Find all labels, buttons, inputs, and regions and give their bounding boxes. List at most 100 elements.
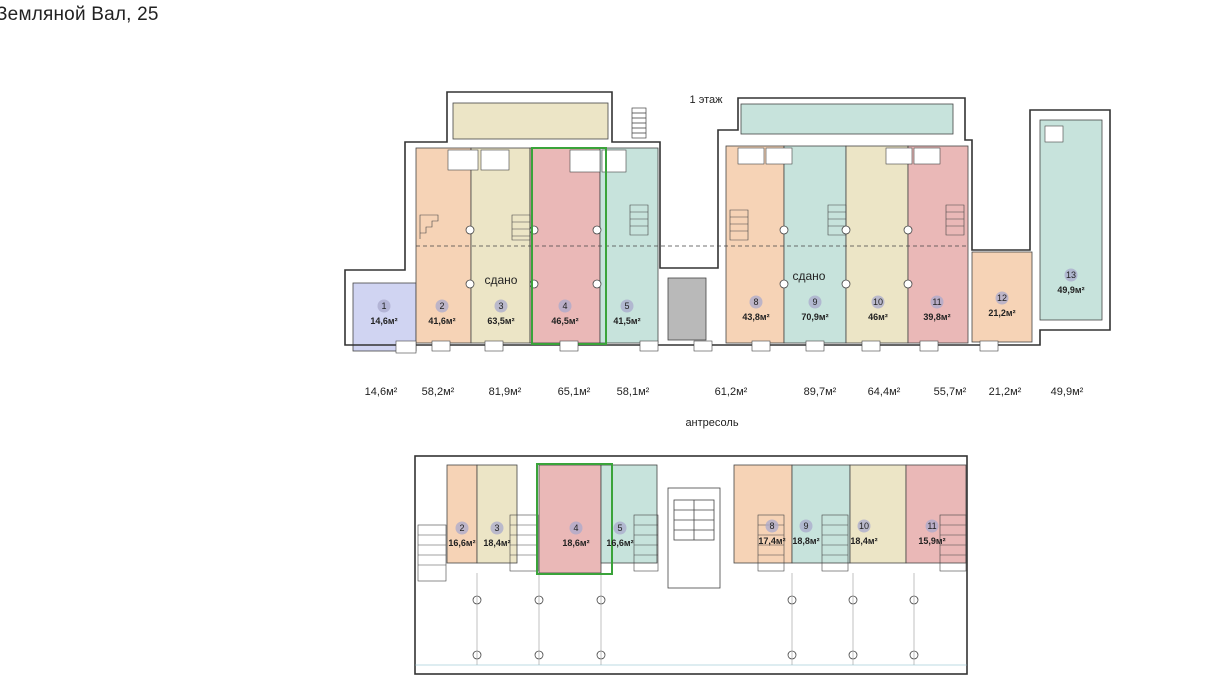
mezz-stair-core bbox=[667, 487, 721, 589]
f1-unit-number: 2 bbox=[439, 301, 444, 311]
f1-unit-number-badge bbox=[995, 291, 1009, 305]
mezz-unit-markers: 2 16,6м² 3 18,4м² 4 18,6м² 5 16,6м² 8 17,4м² 9 18,8… bbox=[448, 519, 946, 548]
f1-unit-area: 41,5м² bbox=[613, 316, 640, 326]
f1-unit-area: 70,9м² bbox=[801, 312, 828, 322]
f1-unit-number: 11 bbox=[932, 297, 941, 307]
service-corridor-right bbox=[740, 103, 954, 135]
staircase-top bbox=[631, 107, 647, 139]
f1-unit-number: 5 bbox=[624, 301, 629, 311]
mz-unit-number: 8 bbox=[769, 521, 774, 531]
mezz-unit8-room[interactable] bbox=[733, 464, 793, 564]
mz-unit-number: 9 bbox=[803, 521, 808, 531]
mz-unit-number-badge bbox=[765, 519, 779, 533]
mz-unit-area: 16,6м² bbox=[606, 538, 633, 548]
f1-unit-number: 1 bbox=[381, 301, 386, 311]
mz-unit-number-badge bbox=[799, 519, 813, 533]
service-corridor-left bbox=[452, 102, 609, 140]
f1-unit-number: 4 bbox=[562, 301, 567, 311]
f1-unit-number-badge bbox=[808, 295, 822, 309]
mz-unit-number-badge bbox=[490, 521, 504, 535]
unit1-room[interactable] bbox=[352, 282, 417, 352]
stair-core bbox=[667, 277, 707, 341]
mz-unit-number: 10 bbox=[859, 521, 869, 531]
f1-unit-area: 46м² bbox=[868, 312, 888, 322]
f1-unit-number-badge bbox=[494, 299, 508, 313]
mezz-unit10-room[interactable] bbox=[849, 464, 907, 564]
mezz-guide-lines bbox=[415, 573, 967, 666]
mz-unit-area: 18,6м² bbox=[562, 538, 589, 548]
mz-unit-number-badge bbox=[857, 519, 871, 533]
f1-unit-area: 21,2м² bbox=[988, 308, 1015, 318]
floor1-unit-markers: 114,6м²241,6м²363,5м²446,5м²541,5м²843,8… bbox=[370, 268, 1085, 326]
mezz-unit3-room[interactable] bbox=[476, 464, 518, 564]
unit13-room[interactable] bbox=[1039, 119, 1103, 321]
mz-unit-area: 15,9м² bbox=[918, 536, 945, 546]
f1-unit-area: 39,8м² bbox=[923, 312, 950, 322]
page-title: Земляной Вал, 25 bbox=[0, 4, 159, 25]
f1-unit-number-badge bbox=[871, 295, 885, 309]
f1-unit-number: 10 bbox=[873, 297, 883, 307]
f1-unit-area: 49,9м² bbox=[1057, 285, 1084, 295]
mezz-unit4-room[interactable] bbox=[538, 464, 602, 574]
unit2-room[interactable] bbox=[415, 147, 472, 344]
combined-area-total: 81,9м² bbox=[489, 386, 522, 398]
floor1-label: 1 этаж bbox=[690, 94, 724, 106]
mezz-unit9-room[interactable] bbox=[791, 464, 851, 564]
f1-unit-area: 43,8м² bbox=[742, 312, 769, 322]
combined-area-total: 65,1м² bbox=[558, 386, 591, 398]
unit10-room[interactable] bbox=[845, 145, 909, 344]
f1-unit-number-badge bbox=[1064, 268, 1078, 282]
mezz-unit4-highlight bbox=[536, 463, 613, 575]
rented-label-unit9: сдано bbox=[793, 269, 826, 283]
mz-unit-number: 5 bbox=[617, 523, 622, 533]
outer-wall-floor1 bbox=[344, 91, 1111, 346]
combined-area-totals: 14,6м² 58,2м² 81,9м² 65,1м² 58,1м² 61,2м² 89,7… bbox=[365, 386, 1084, 398]
mezz-unit5-room[interactable] bbox=[600, 464, 658, 564]
mz-unit-number-badge bbox=[925, 519, 939, 533]
unit3-room[interactable] bbox=[470, 147, 531, 344]
combined-area-total: 89,7м² bbox=[804, 386, 837, 398]
mezzanine-label: антресоль bbox=[685, 417, 738, 429]
combined-area-total: 14,6м² bbox=[365, 386, 398, 398]
unit4-room[interactable] bbox=[529, 147, 601, 344]
f1-unit-number: 9 bbox=[812, 297, 817, 307]
unit11-room[interactable] bbox=[907, 145, 969, 344]
mz-unit-number: 4 bbox=[573, 523, 578, 533]
combined-area-total: 58,2м² bbox=[422, 386, 455, 398]
mz-unit-number-badge bbox=[569, 521, 583, 535]
mz-unit-area: 18,4м² bbox=[850, 536, 877, 546]
mz-unit-area: 16,6м² bbox=[448, 538, 475, 548]
combined-area-total: 64,4м² bbox=[868, 386, 901, 398]
unit5-room[interactable] bbox=[599, 147, 659, 344]
combined-area-total: 49,9м² bbox=[1051, 386, 1084, 398]
mz-unit-number: 2 bbox=[459, 523, 464, 533]
mz-unit-area: 18,4м² bbox=[483, 538, 510, 548]
f1-unit-number: 8 bbox=[753, 297, 758, 307]
mz-unit-area: 17,4м² bbox=[758, 536, 785, 546]
f1-unit-number-badge bbox=[620, 299, 634, 313]
mezz-stairs bbox=[417, 514, 967, 582]
entrances-floor1 bbox=[395, 340, 999, 354]
f1-unit-number: 3 bbox=[498, 301, 503, 311]
f1-unit-number-badge bbox=[558, 299, 572, 313]
f1-unit-area: 63,5м² bbox=[487, 316, 514, 326]
mz-unit-area: 18,8м² bbox=[792, 536, 819, 546]
combined-area-total: 61,2м² bbox=[715, 386, 748, 398]
mz-unit-number: 3 bbox=[494, 523, 499, 533]
combined-area-total: 21,2м² bbox=[989, 386, 1022, 398]
rented-label-unit3: сдано bbox=[485, 273, 518, 287]
f1-unit-number: 13 bbox=[1066, 270, 1076, 280]
mz-unit-number-badge bbox=[455, 521, 469, 535]
mezz-unit11-room[interactable] bbox=[905, 464, 967, 564]
f1-unit-number: 12 bbox=[997, 293, 1007, 303]
f1-unit-number-badge bbox=[377, 299, 391, 313]
combined-area-total: 58,1м² bbox=[617, 386, 650, 398]
unit-stairs-floor1 bbox=[419, 204, 965, 241]
wc-blocks-floor1 bbox=[447, 125, 1064, 173]
columns-floor1 bbox=[465, 225, 913, 289]
combined-area-total: 55,7м² bbox=[934, 386, 967, 398]
f1-unit-number-badge bbox=[435, 299, 449, 313]
f1-unit-area: 14,6м² bbox=[370, 316, 397, 326]
mezz-unit2-room[interactable] bbox=[446, 464, 478, 564]
